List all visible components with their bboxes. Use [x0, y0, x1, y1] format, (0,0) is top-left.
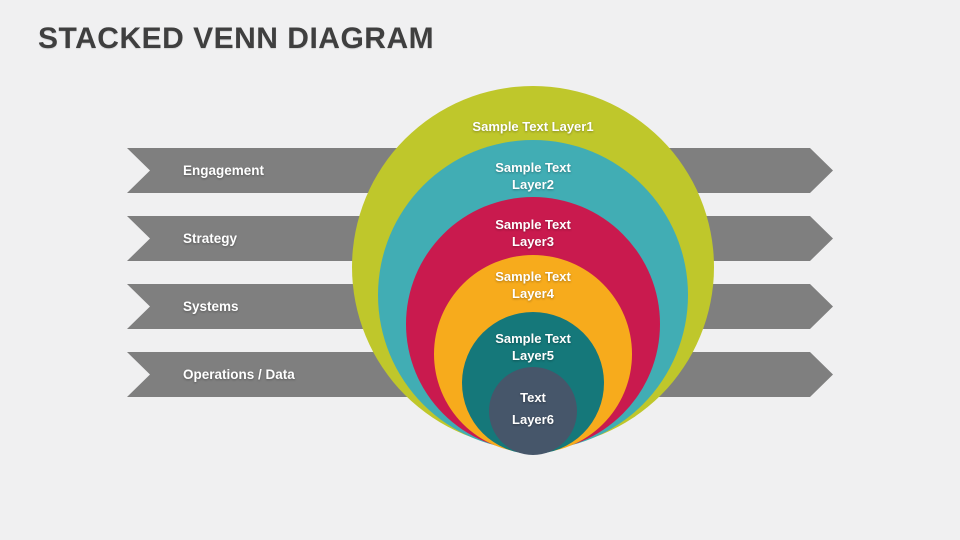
venn-label-layer3-line2: Layer3: [512, 234, 554, 249]
venn-label-layer2: Sample Text Layer2: [433, 159, 633, 193]
venn-label-layer2-line2: Layer2: [512, 177, 554, 192]
venn-circle-layer6: [489, 367, 577, 455]
venn-label-layer4: Sample Text Layer4: [433, 268, 633, 302]
venn-label-layer5: Sample Text Layer5: [433, 330, 633, 364]
band-label-systems: Systems: [183, 299, 239, 314]
venn-label-layer3-line1: Sample Text: [495, 217, 571, 232]
venn-label-layer2-line1: Sample Text: [495, 160, 571, 175]
band-label-strategy: Strategy: [183, 231, 238, 246]
venn-label-layer6-line1: Text: [520, 390, 546, 405]
venn-label-layer6-line2: Layer6: [512, 412, 554, 427]
venn-label-layer3: Sample Text Layer3: [433, 216, 633, 250]
venn-label-layer6: Text Layer6: [433, 389, 633, 428]
venn-label-layer1-line1: Sample Text Layer1: [472, 119, 594, 134]
venn-label-layer5-line1: Sample Text: [495, 331, 571, 346]
page-title: STACKED VENN DIAGRAM: [38, 22, 435, 55]
band-label-engagement: Engagement: [183, 163, 265, 178]
venn-label-layer1: Sample Text Layer1: [433, 118, 633, 135]
venn-label-layer5-line2: Layer5: [512, 348, 554, 363]
venn-label-layer4-line1: Sample Text: [495, 269, 571, 284]
venn-label-layer4-line2: Layer4: [512, 286, 554, 301]
band-label-operations-data: Operations / Data: [183, 367, 295, 382]
